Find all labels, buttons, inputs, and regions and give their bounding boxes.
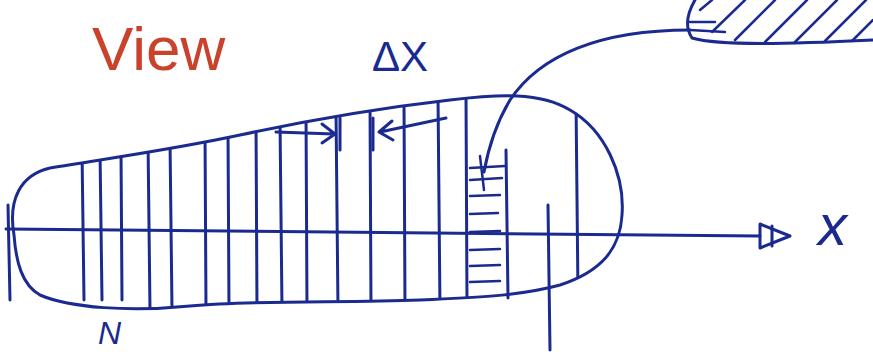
x-axis: [6, 229, 760, 236]
slice-hatch: [470, 156, 505, 282]
dimension-tick: [372, 118, 375, 150]
dimension-tick: [339, 118, 342, 150]
slice-lines: [82, 95, 578, 310]
count-label: N: [98, 317, 121, 349]
detail-hatch: [690, 0, 873, 42]
detail-piece: [688, 0, 873, 44]
dimension-label: ΔX: [372, 36, 428, 78]
dimension-arrow: [379, 118, 446, 140]
view-title: View: [92, 18, 225, 80]
left-stub: [8, 205, 10, 300]
axis-tick: [771, 226, 774, 246]
slice-cut-line: [548, 205, 550, 350]
body-outline: [13, 96, 623, 309]
dimension-arrow: [276, 124, 335, 143]
leader-line: [484, 30, 690, 172]
axis-label: x: [818, 196, 847, 254]
axis-arrowhead: [760, 224, 790, 248]
slice-edge: [506, 150, 508, 298]
